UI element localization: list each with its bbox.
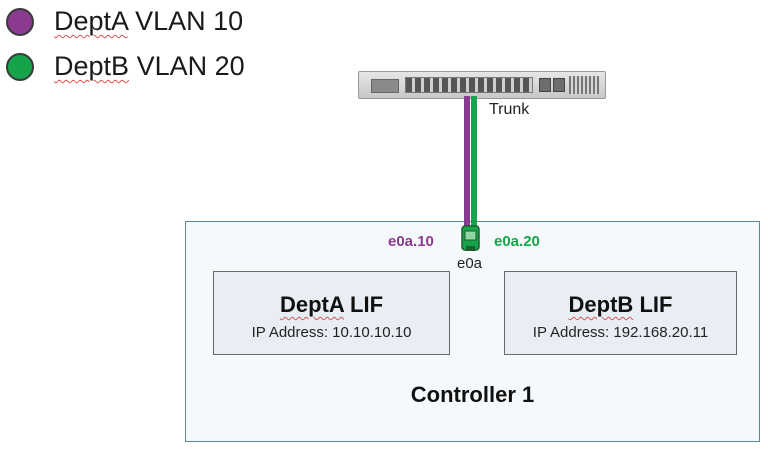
trunk-label: Trunk — [489, 101, 530, 118]
green-circle-icon — [6, 52, 34, 81]
lif-ip-address: IP Address: 192.168.20.11 — [532, 324, 709, 341]
switch-module-icon — [553, 78, 565, 92]
switch-port-icon — [371, 79, 399, 93]
switch-module-icon — [539, 78, 551, 92]
lif-title: DeptA LIF — [279, 292, 384, 317]
ethernet-connector-icon — [461, 225, 480, 251]
switch-fan-icon — [569, 76, 599, 94]
physical-port-label: e0a — [457, 255, 483, 272]
port-label-vlan-a: e0a.10 — [388, 233, 434, 250]
legend-item-depta: DeptA VLAN 10 — [6, 6, 243, 37]
legend-label: DeptA VLAN 10 — [54, 6, 244, 36]
controller-title: Controller 1 — [410, 382, 535, 407]
lif-box-depta: DeptA LIF IP Address: 10.10.10.10 — [213, 271, 450, 355]
port-label-vlan-b: e0a.20 — [494, 233, 540, 250]
vlan-b-cable — [471, 96, 477, 229]
lif-box-deptb: DeptB LIF IP Address: 192.168.20.11 — [504, 271, 737, 355]
vlan-a-cable — [464, 96, 470, 229]
lif-title: DeptB LIF — [568, 292, 673, 317]
legend-item-deptb: DeptB VLAN 20 — [6, 51, 245, 82]
legend-label: DeptB VLAN 20 — [54, 51, 245, 81]
switch-port-array-icon — [405, 77, 533, 93]
network-switch — [358, 71, 606, 99]
purple-circle-icon — [6, 7, 34, 36]
lif-ip-address: IP Address: 10.10.10.10 — [251, 324, 412, 341]
